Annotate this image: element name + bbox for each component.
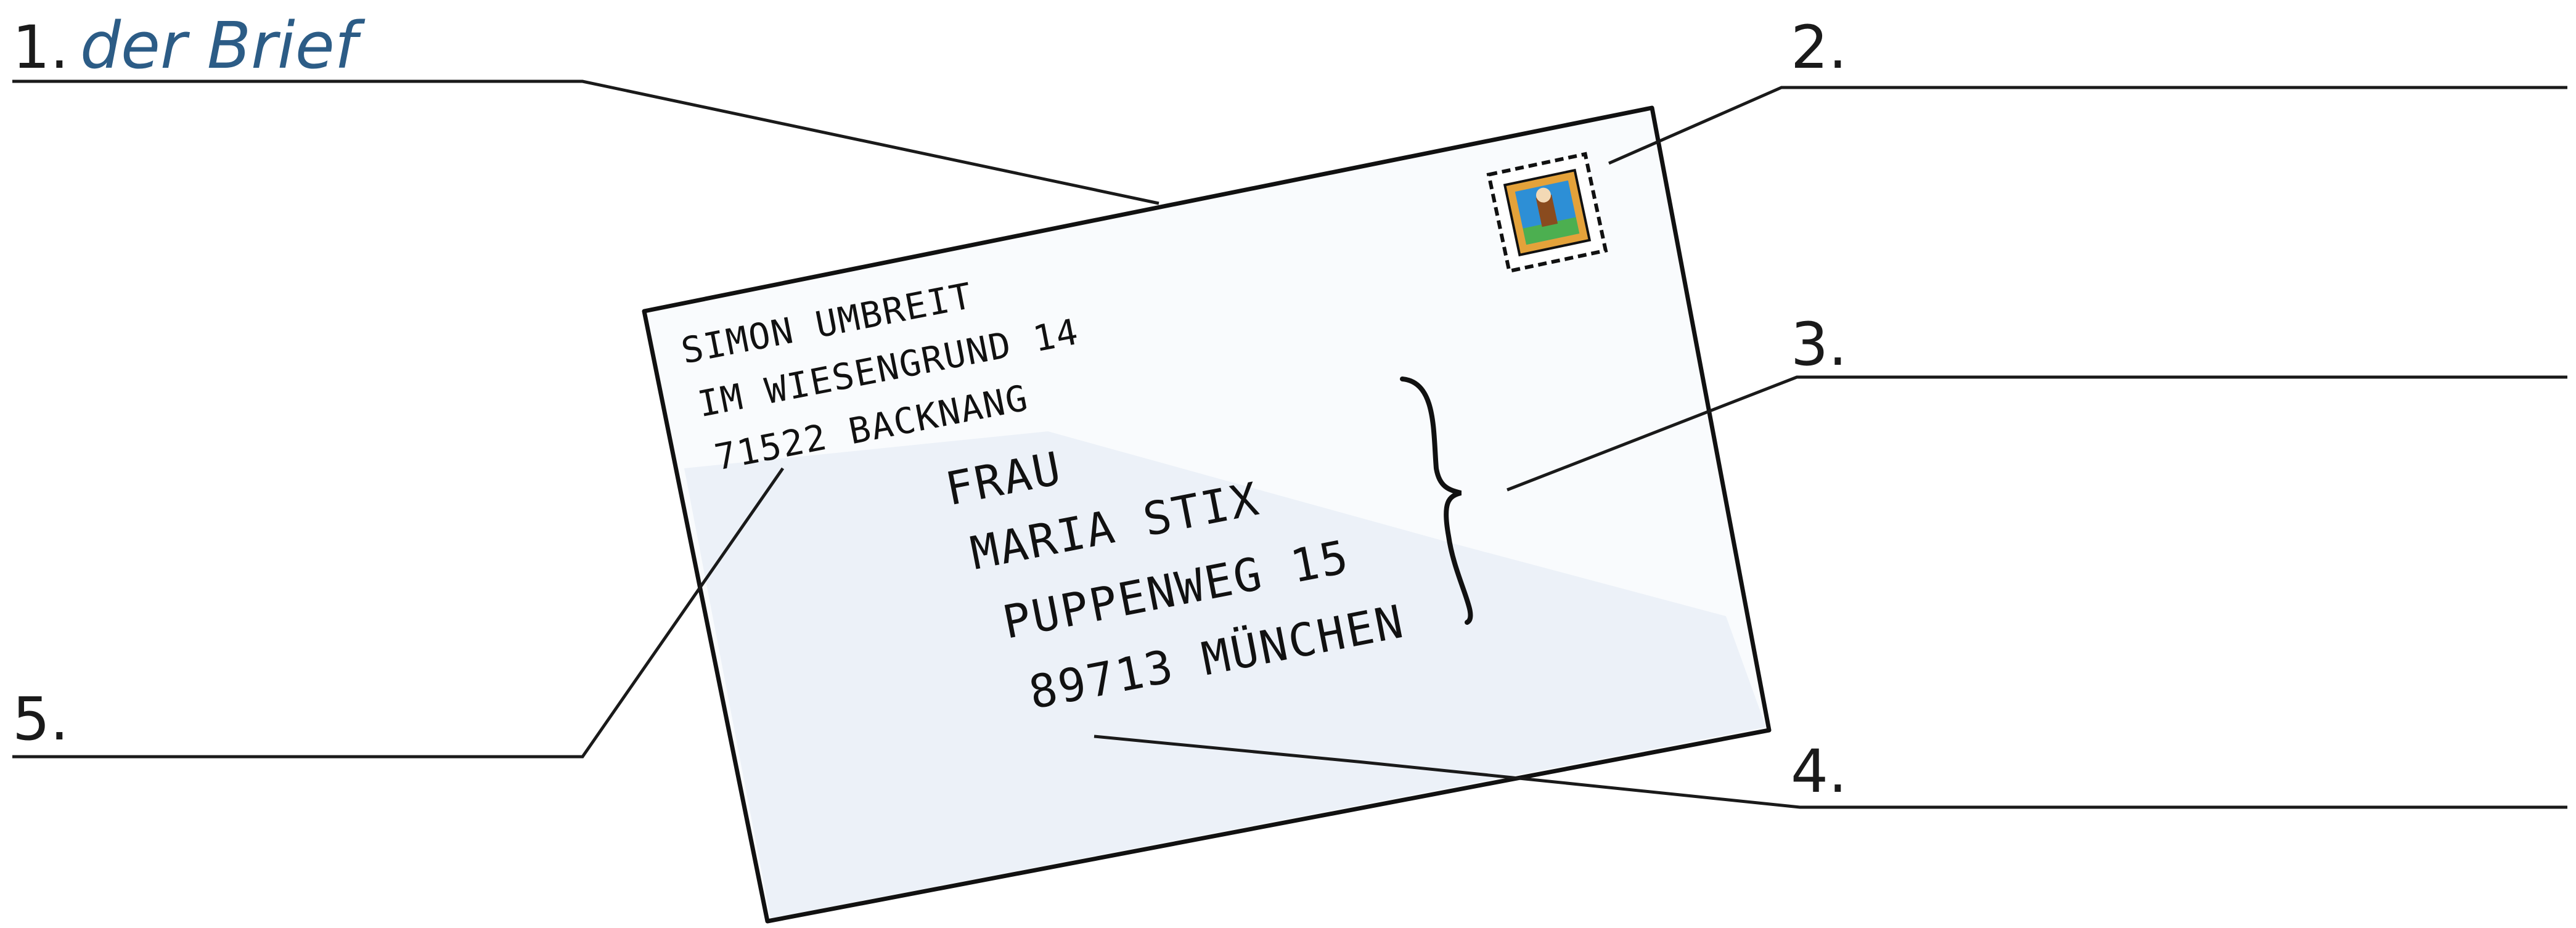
label-5: 5. <box>12 468 783 757</box>
label-1-answer: der Brief <box>80 8 366 83</box>
label-1: 1. der Brief <box>12 8 1159 203</box>
label-4-number: 4. <box>1791 737 1847 806</box>
label-1-number: 1. <box>12 13 69 82</box>
label-2-number: 2. <box>1791 13 1847 82</box>
label-3-number: 3. <box>1791 310 1847 379</box>
stamp-icon <box>1489 154 1606 271</box>
label-2-answer-line <box>1609 88 2567 163</box>
label-2: 2. <box>1609 13 2567 163</box>
label-1-answer-line <box>12 81 1159 203</box>
label-5-answer-line <box>12 468 783 757</box>
label-5-number: 5. <box>12 685 69 754</box>
